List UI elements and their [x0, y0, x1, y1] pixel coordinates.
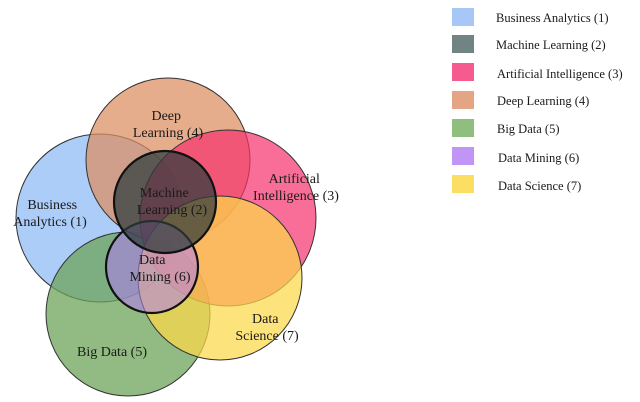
- legend-swatch: [452, 63, 474, 81]
- label-data-science: Data Science (7): [235, 312, 299, 344]
- venn-circles: [15, 77, 317, 397]
- legend-swatch: [452, 8, 474, 26]
- legend-swatch: [452, 119, 474, 137]
- legend-item: Artificial Intelligence (3): [452, 63, 623, 81]
- legend: Business Analytics (1) Machine Learning …: [452, 8, 623, 193]
- legend-item: Data Science (7): [452, 175, 581, 193]
- label-data-mining: Data Mining (6): [129, 253, 190, 285]
- legend-item: Data Mining (6): [452, 147, 579, 165]
- label-deep-learning: Deep Learning (4): [133, 109, 204, 141]
- legend-swatch: [452, 91, 474, 109]
- venn-labels: Deep Learning (4) Artificial Intelligenc…: [13, 109, 339, 360]
- circle-machine-learning: [112, 149, 218, 255]
- legend-item: Deep Learning (4): [452, 91, 589, 109]
- legend-item: Machine Learning (2): [452, 35, 606, 53]
- legend-label: Deep Learning (4): [497, 94, 589, 108]
- legend-label: Machine Learning (2): [496, 38, 606, 52]
- legend-item: Big Data (5): [452, 119, 559, 137]
- legend-item: Business Analytics (1): [452, 8, 609, 26]
- legend-swatch: [452, 35, 474, 53]
- label-business-analytics: Business Analytics (1): [13, 198, 87, 230]
- legend-label: Data Mining (6): [498, 151, 579, 165]
- legend-swatch: [452, 175, 474, 193]
- legend-label: Artificial Intelligence (3): [497, 67, 623, 81]
- label-machine-learning: Machine Learning (2): [137, 186, 208, 218]
- label-big-data: Big Data (5): [77, 345, 147, 360]
- label-artificial-intelligence: Artificial Intelligence (3): [253, 172, 339, 204]
- legend-label: Big Data (5): [497, 122, 559, 136]
- legend-label: Data Science (7): [498, 179, 581, 193]
- legend-swatch: [452, 147, 474, 165]
- legend-label: Business Analytics (1): [496, 11, 609, 25]
